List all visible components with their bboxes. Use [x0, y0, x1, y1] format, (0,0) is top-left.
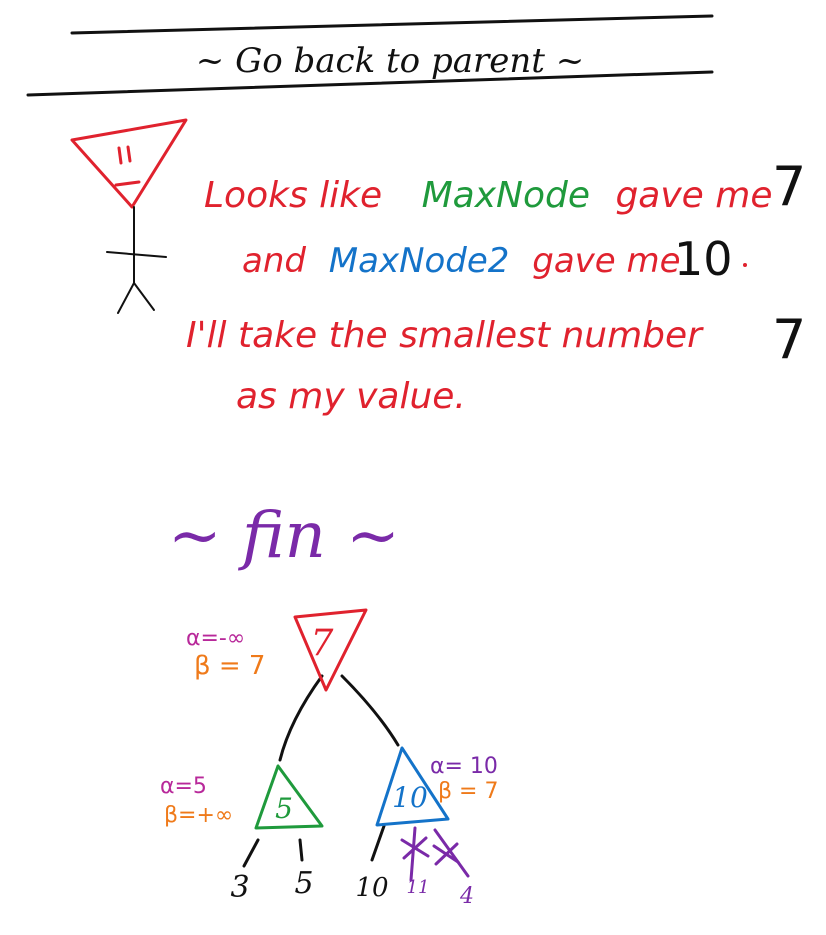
leaf-value: 5 [294, 866, 313, 901]
min-node-figure-icon [70, 118, 188, 209]
line4: as my value. [236, 376, 466, 417]
header-top-rule [70, 14, 714, 35]
fin-label: ~ fin ~ [168, 499, 400, 573]
edge-left-leaf1 [242, 838, 260, 868]
line2-suffix: gave me [532, 241, 680, 281]
svg-text:and MaxNode2 gave: and MaxNode2 gave me [242, 241, 681, 281]
line1-node: MaxNode [422, 175, 590, 216]
line2-prefix: and [242, 241, 306, 281]
edge-right-leaf1 [370, 824, 386, 862]
line1-suffix: gave me [615, 175, 772, 216]
line1-value: 7 [772, 155, 806, 218]
root-min-node [293, 608, 368, 692]
line2-period [743, 263, 747, 267]
line3: I'll take the smallest number [186, 315, 704, 356]
header-bottom-rule [26, 70, 714, 97]
left-max-node [254, 764, 324, 830]
narrator-text: Looks like MaxNode gave me 7 and MaxNode… [186, 155, 806, 417]
leaf-value: 10 [355, 873, 388, 903]
right-max-node [375, 746, 450, 827]
root-alpha: α=-∞ [186, 626, 245, 651]
left-beta: β=+∞ [164, 803, 233, 828]
leaf-value: 3 [230, 870, 249, 905]
stick-figure-body [106, 206, 167, 314]
tree-edges [242, 674, 400, 868]
right-beta: β = 7 [438, 779, 498, 804]
edge-root-right [340, 674, 400, 747]
edge-root-left [278, 674, 324, 762]
right-node-value: 10 [392, 781, 428, 814]
line2-node: MaxNode2 [329, 241, 510, 281]
edge-left-leaf2 [298, 838, 304, 862]
left-node-value: 5 [275, 792, 293, 825]
leaf-value: 4 [459, 884, 474, 909]
left-alpha: α=5 [160, 774, 207, 799]
line3-value: 7 [772, 308, 806, 371]
root-node-value: 7 [311, 623, 334, 664]
header-title: ~ Go back to parent ~ [196, 41, 584, 81]
line2-value: 10 [674, 232, 733, 286]
svg-text:Looks like MaxNode: Looks like MaxNode gave me [204, 175, 772, 216]
leaf-value: 11 [407, 877, 430, 898]
line1-prefix: Looks like [204, 175, 382, 216]
right-alpha: α= 10 [430, 754, 498, 779]
root-beta: β = 7 [194, 651, 265, 681]
prune-x-icon [400, 836, 460, 866]
pruned-edges [409, 826, 470, 882]
